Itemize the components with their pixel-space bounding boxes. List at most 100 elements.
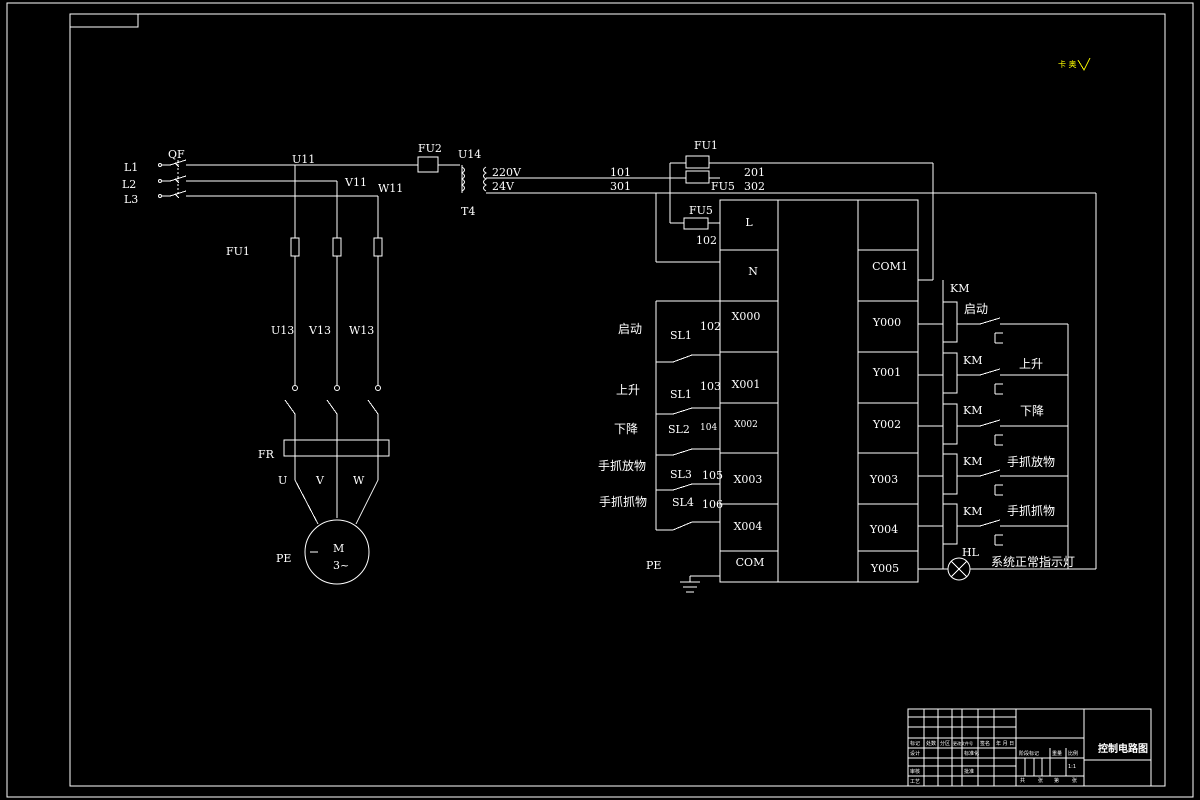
fuse-fu5-bottom [683, 217, 709, 230]
tb-header-4: 签名 [980, 740, 990, 747]
tb-row-0: 设计 [910, 750, 920, 757]
fuse-fu2 [417, 156, 439, 173]
fuse-fu5-top [685, 170, 710, 184]
input-switch-3: SL3 [670, 468, 692, 481]
tb-std-1: 批准 [964, 768, 974, 775]
lamp-label: 系统正常指示灯 [991, 554, 1075, 569]
plc-term-x003: X003 [734, 473, 763, 486]
plc-block: L N X000 X001 X002 X003 X004 COM COM1 Y0… [719, 199, 919, 583]
tb-row-2: 工艺 [910, 779, 920, 785]
line-label-w13: W13 [349, 324, 374, 337]
tb-header-2: 分区 [940, 740, 950, 747]
fuse-label-fu5-b: FU5 [689, 204, 713, 217]
tb-sheet-3: 张 [1072, 777, 1077, 784]
tb-row-1: 审核 [910, 768, 920, 775]
input-wire-2: 104 [700, 423, 717, 433]
motor-ground-label: PE [276, 552, 291, 565]
fuse-label-fu2: FU2 [418, 142, 442, 155]
tb-header-0: 标记 [910, 740, 920, 747]
plc-term-y004: Y004 [869, 523, 898, 536]
output-label-0: 启动 [964, 302, 988, 316]
tb-right-1: 重量 [1052, 750, 1062, 757]
input-wire-3: 105 [702, 469, 723, 482]
wire-302: 302 [744, 180, 765, 193]
input-wire-0: 102 [700, 320, 721, 333]
breaker-label: QF [168, 148, 185, 161]
motor-terminal-v: V [315, 474, 325, 487]
logo-glyphs: 卡 奥 [1058, 59, 1077, 69]
input-label-start: 启动 [618, 322, 642, 336]
drawing-title: 控制电路图 [1098, 742, 1148, 755]
input-label-up: 上升 [616, 383, 640, 397]
motor-terminal-u: U [278, 474, 287, 487]
logo-mark: 卡 奥 [1058, 57, 1091, 72]
qf-blade-1 [169, 159, 187, 166]
plc-term-l: L [745, 216, 753, 229]
phase-label-l1: L1 [124, 161, 138, 174]
phase-label-l2: L2 [122, 178, 136, 191]
plc-term-x001: X001 [732, 378, 761, 391]
output-coil-label-1: KM [963, 354, 982, 367]
input-label-release: 手抓放物 [598, 458, 646, 473]
fuse-label-fu1-ctrl: FU1 [694, 139, 718, 152]
output-label-3: 手抓放物 [1007, 454, 1055, 469]
transformer-input-label: U14 [458, 148, 481, 161]
input-circuit: 启动 SL1 102 上升 SL1 103 下降 SL2 104 手抓放物 SL… [598, 300, 723, 593]
output-label-2: 下降 [1020, 404, 1044, 418]
plc-term-x004: X004 [734, 520, 763, 533]
tb-sheet-0: 共 [1020, 777, 1025, 784]
tb-header-1: 处数 [926, 740, 936, 747]
output-coil-label-3: KM [963, 455, 982, 468]
wire-101: 101 [610, 166, 631, 179]
motor-terminal-w: W [353, 474, 365, 487]
tb-right-2: 比例 [1068, 750, 1078, 757]
thermal-relay [283, 439, 390, 457]
motor-label: M [333, 542, 344, 555]
plc-term-n: N [748, 265, 758, 278]
relay-label: FR [258, 448, 275, 461]
input-switch-1: SL1 [670, 388, 692, 401]
tb-header-3: 更改文件号 [953, 740, 973, 746]
tb-scale: 1:1 [1068, 764, 1076, 770]
title-block: 标记 处数 分区 更改文件号 签名 年 月 日 设计 审核 工艺 标准化 批准 … [907, 708, 1152, 787]
feed-label-v11: V11 [344, 176, 367, 189]
wire-201: 201 [744, 166, 765, 179]
output-label-1: 上升 [1019, 357, 1043, 371]
output-coil-label-4: KM [963, 505, 982, 518]
main-power-circuit: L1 L2 L3 QF U11 V11 W11 FU1 U13 V13 W13 [122, 148, 460, 585]
input-wire-4: 106 [702, 498, 723, 511]
output-coil-0 [942, 301, 958, 343]
input-ground-label: PE [646, 559, 661, 572]
output-circuit: KM 启动 KM 上升 KM 下降 KM 手抓放物 KM 手抓抓物 [918, 280, 1096, 581]
feed-label-w11: W11 [378, 182, 403, 195]
line-label-u13: U13 [271, 324, 294, 337]
output-coil-label-2: KM [963, 404, 982, 417]
plc-term-y000: Y000 [872, 316, 901, 329]
voltage-220: 220V [492, 166, 522, 179]
tb-sheet-1: 张 [1038, 777, 1043, 784]
transformer-section: FU2 U14 T4 220V 24V 101 301 FU1 FU5 201 … [417, 139, 1097, 569]
fuse-label-fu5-a: FU5 [711, 180, 735, 193]
tb-sheet-2: 第 [1054, 777, 1059, 784]
input-wire-1: 103 [700, 380, 721, 393]
plc-term-y003: Y003 [869, 473, 898, 486]
plc-term-y005: Y005 [870, 562, 899, 575]
wire-301: 301 [610, 180, 631, 193]
output-coil-2 [942, 403, 958, 445]
tb-right-0: 阶段标记 [1019, 750, 1039, 757]
plc-term-x000: X000 [732, 310, 761, 323]
input-label-down: 下降 [614, 422, 638, 436]
motor-symbol [304, 519, 370, 585]
voltage-24: 24V [492, 180, 515, 193]
feed-label-u11: U11 [292, 153, 315, 166]
input-switch-0: SL1 [670, 329, 692, 342]
tb-header-5: 年 月 日 [996, 740, 1014, 747]
lamp-name: HL [962, 546, 980, 559]
output-coil-4 [942, 503, 958, 545]
output-label-4: 手抓抓物 [1007, 504, 1055, 518]
plc-term-com: COM [736, 556, 765, 569]
output-coil-label-0: KM [950, 282, 969, 295]
plc-term-y002: Y002 [872, 418, 901, 431]
fuse-fu1-top [685, 155, 710, 169]
